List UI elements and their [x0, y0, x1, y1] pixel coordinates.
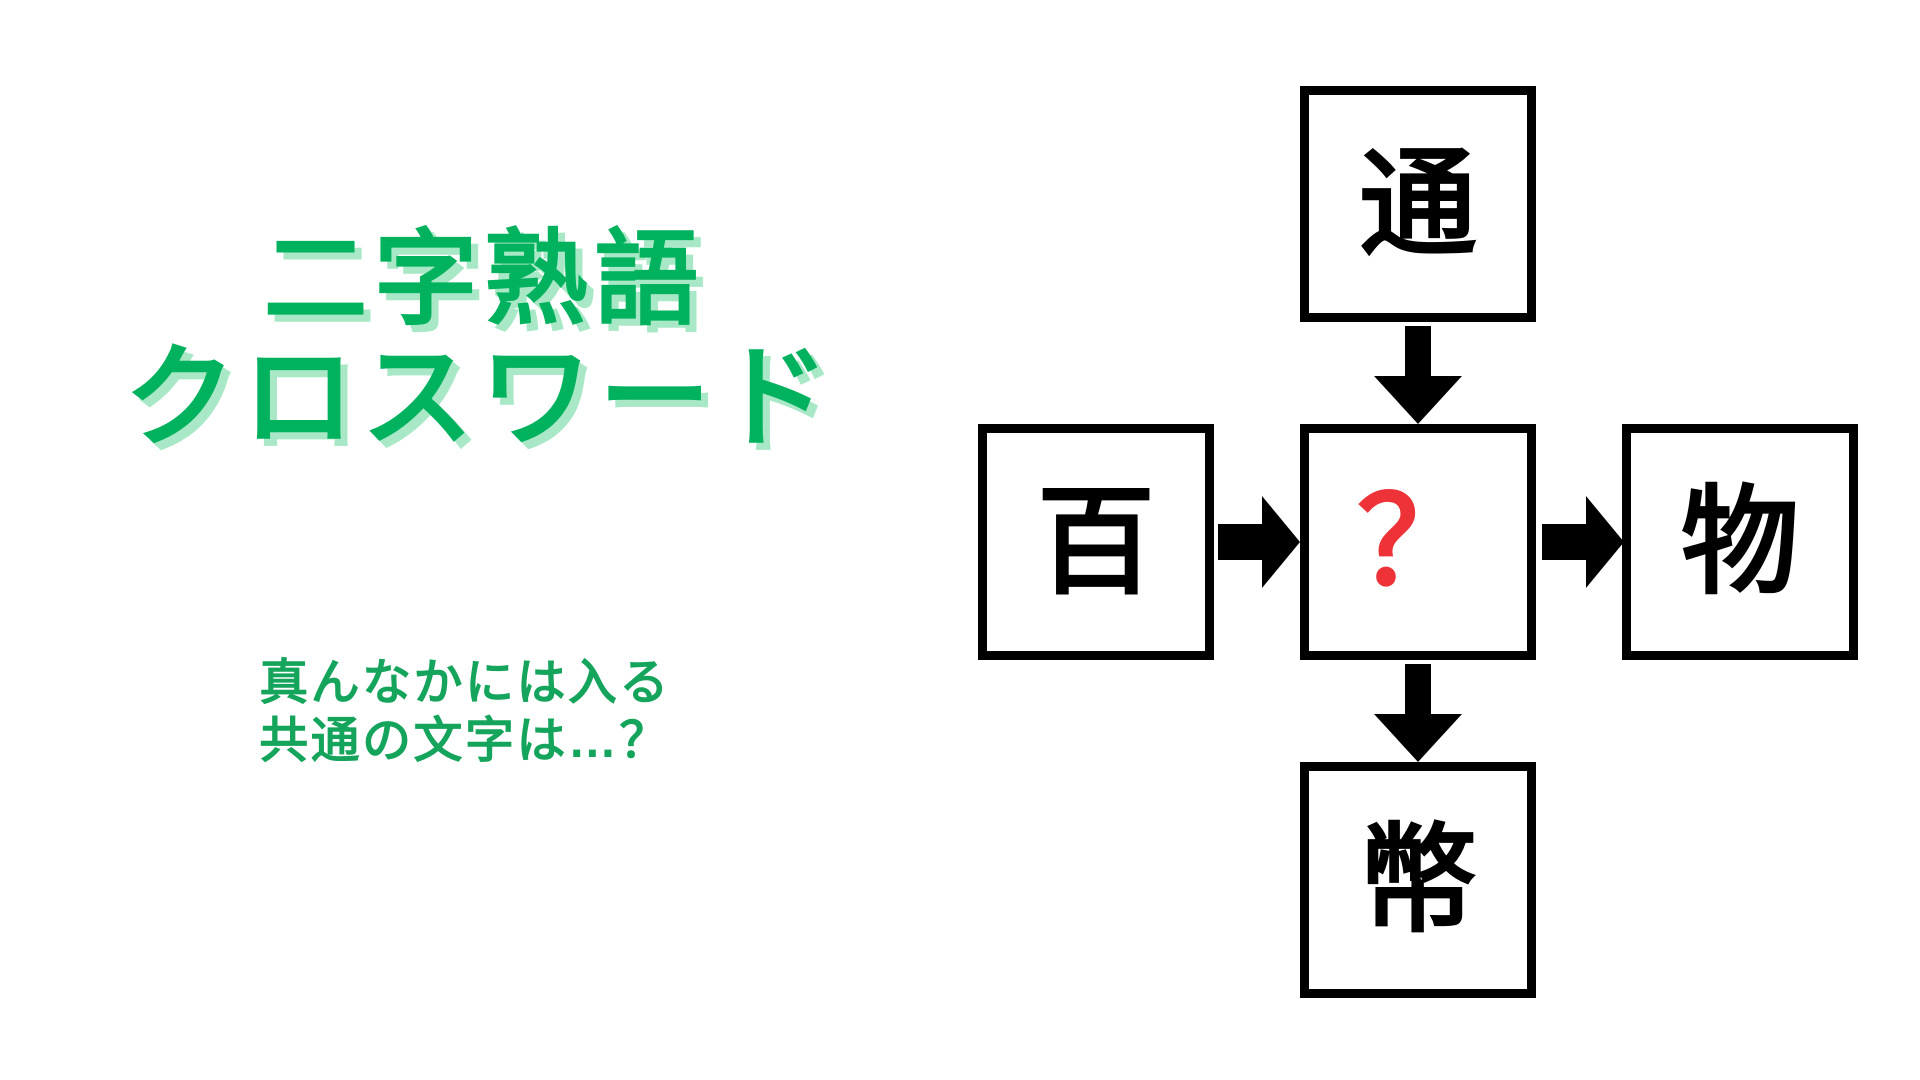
- puzzle-cell-top-char: 通: [1358, 135, 1477, 273]
- kanji-crossword-diagram: 通 百 ？ 物: [960, 0, 1920, 1080]
- arrow-down-icon-center-to-bottom: [1374, 664, 1462, 762]
- puzzle-cell-top[interactable]: 通: [1300, 86, 1536, 322]
- puzzle-cell-bottom[interactable]: 幣: [1300, 762, 1536, 998]
- subtitle-line-1: 真んなかには入る: [259, 656, 671, 710]
- arrow-right-icon-left-to-center: [1218, 482, 1300, 602]
- subtitle-block: 真んなかには入る 共通の文字は…？: [0, 655, 930, 771]
- puzzle-cell-left[interactable]: 百: [978, 424, 1214, 660]
- page-title-line-1: 二字熟語: [263, 222, 705, 338]
- title-block: 二字熟語 クロスワード: [0, 228, 960, 454]
- arrow-down-icon-top-to-center: [1374, 326, 1462, 424]
- puzzle-cell-right-char: 物: [1680, 473, 1799, 611]
- subtitle-line-2: 共通の文字は…？: [259, 713, 671, 768]
- puzzle-cell-left-char: 百: [1036, 473, 1155, 611]
- puzzle-cell-center-char: ？: [1357, 471, 1479, 613]
- puzzle-cell-bottom-char: 幣: [1358, 811, 1477, 949]
- page-title-line-2: クロスワード: [123, 335, 837, 460]
- puzzle-cell-right[interactable]: 物: [1622, 424, 1858, 660]
- arrow-right-icon-center-to-right: [1542, 482, 1624, 602]
- puzzle-cell-center[interactable]: ？: [1300, 424, 1536, 660]
